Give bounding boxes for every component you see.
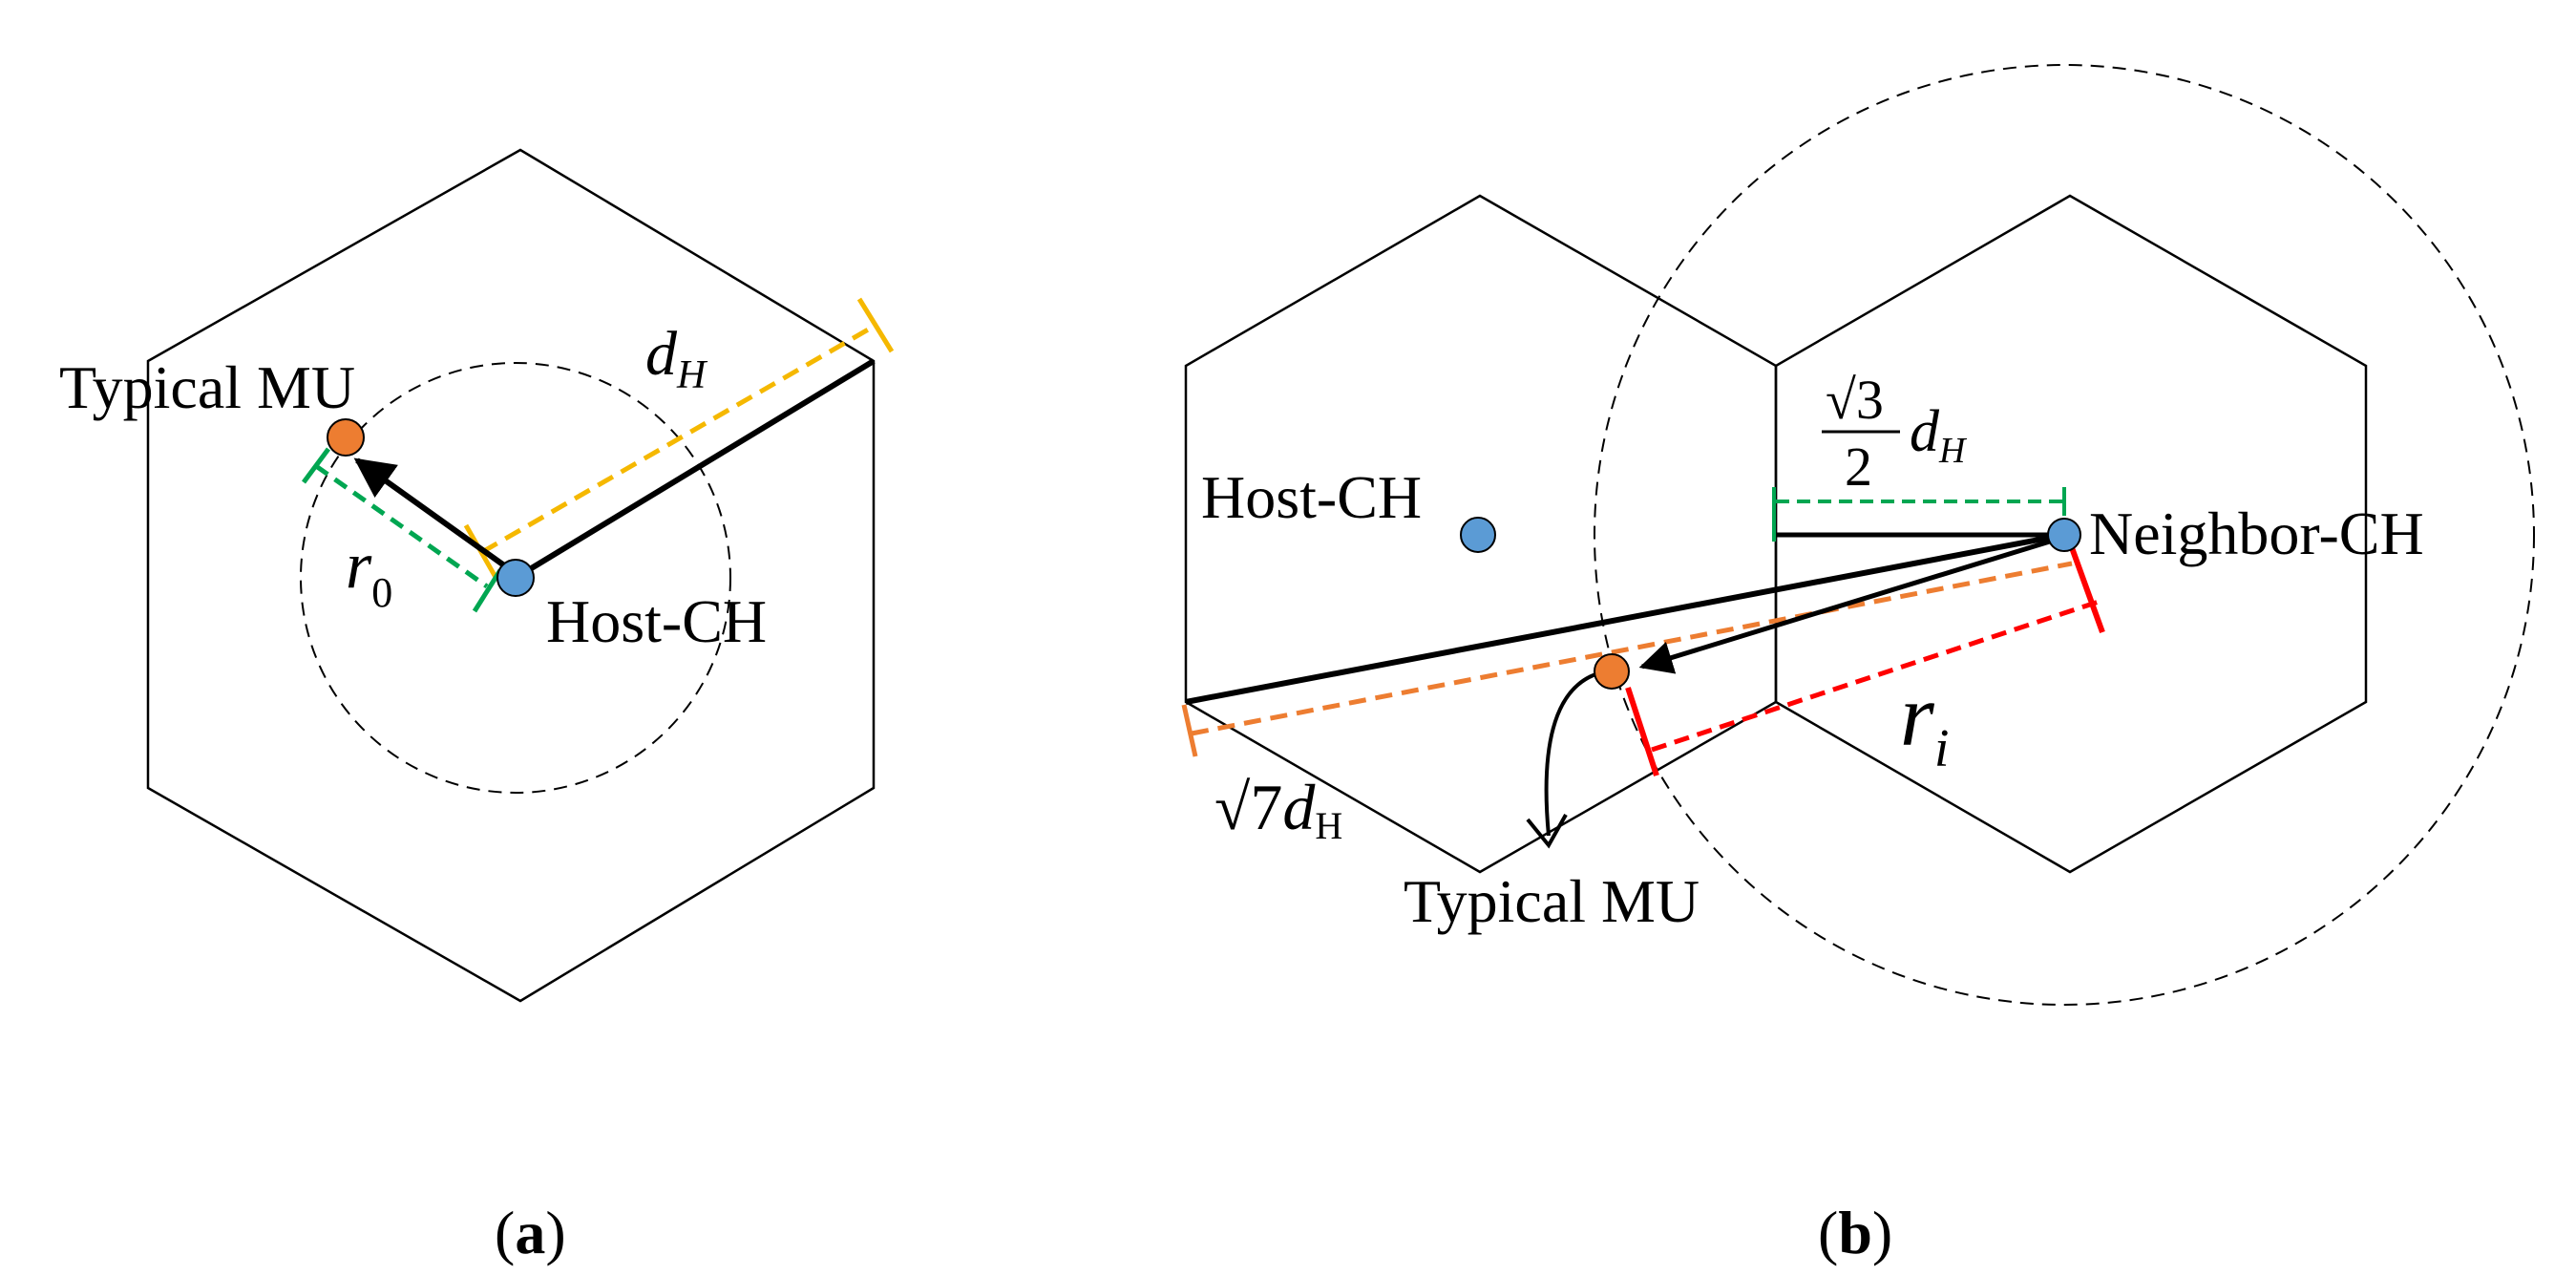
ri-dimension [1651,599,2100,753]
coverage-circle [300,362,731,794]
ri-cap-right [2067,541,2105,634]
dh-line [514,358,876,581]
dh-label: dH [645,319,708,397]
neighbor-ch-label: Neighbor-CH [2089,500,2424,567]
caption-a: (a) [495,1199,566,1266]
dh-dimension [480,322,878,555]
mu-pointer-head [1526,814,1568,849]
mu-arrow [353,457,506,568]
r0-dimension-cap-end [472,568,503,613]
neighbor-coverage-circle [1594,64,2535,1006]
svg-text:dH: dH [1910,399,1968,471]
neighbor-cell-hexagon [1774,194,2368,874]
dh-dimension-cap-end [856,297,895,353]
sqrt7-dimension [1191,561,2073,736]
sqrt7-cap-left [1181,704,1198,757]
r0-dimension [314,463,489,589]
panel-a: Typical MU Host-CH dH r0 (a) [59,148,895,1266]
host-ch-node-b [1460,517,1496,553]
typical-mu-label-b: Typical MU [1404,867,1700,935]
r0-label: r0 [346,529,392,616]
host-ch-label: Host-CH [546,587,767,655]
typical-mu-node-b [1594,653,1630,690]
typical-mu-label: Typical MU [59,353,355,421]
typical-mu-node [327,418,365,457]
host-ch-label-b: Host-CH [1201,463,1422,531]
panel-b: Host-CH Neighbor-CH Typical MU √3 2 dH √… [1181,64,2535,1266]
host-ch-node [496,559,535,597]
mu-arrow-b [1638,538,2054,674]
neighbor-ch-node [2047,518,2081,552]
caption-b: (b) [1818,1199,1892,1266]
sqrt7-label: √7dH [1214,771,1342,847]
mu-pointer-curve [1544,670,1607,837]
svg-text:2: 2 [1845,436,1872,498]
r0-dimension-cap-start [301,447,331,484]
svg-text:√3: √3 [1826,369,1884,431]
ri-cap-left [1625,687,1659,776]
half-width-label: √3 2 dH [1822,369,1968,498]
sqrt7-line [1185,532,2065,705]
ri-label: ri [1900,667,1949,778]
